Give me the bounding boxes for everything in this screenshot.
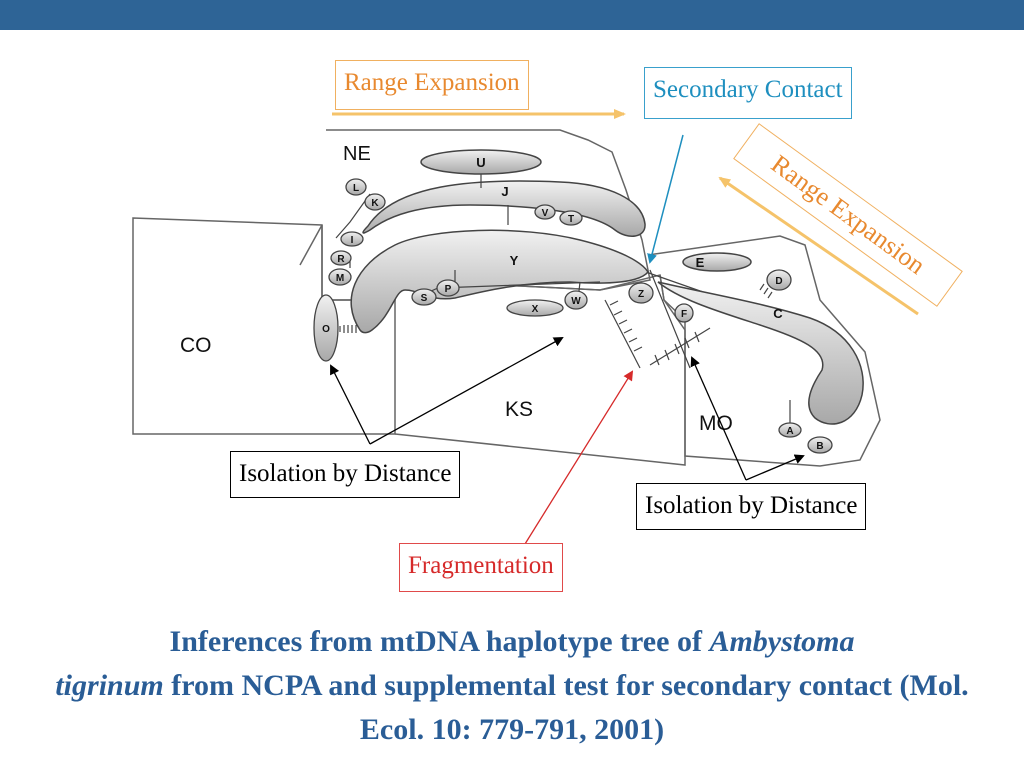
clade-label-u: U — [476, 155, 485, 170]
range-expansion-label-top: Range Expansion — [335, 60, 529, 110]
title-bar — [0, 0, 1024, 30]
haplotype-label: L — [353, 183, 359, 194]
haplotype-label: P — [445, 284, 452, 295]
isolation-by-distance-label-left: Isolation by Distance — [230, 451, 461, 498]
clade-e-shape — [682, 252, 752, 272]
caption-species-epithet: tigrinum — [55, 669, 164, 702]
clade-j-shape — [362, 180, 646, 237]
state-label-co: CO — [180, 334, 212, 357]
caption-part1: Inferences from mtDNA haplotype tree of — [169, 625, 710, 658]
caption-species-genus: Ambystoma — [709, 625, 855, 658]
haplotype-label: Z — [638, 289, 644, 300]
clade-label-j: J — [501, 184, 508, 199]
clade-y-shape — [350, 229, 649, 334]
isolation-arrow-right-2 — [745, 454, 805, 481]
fragmentation-arrow — [524, 370, 634, 545]
haplotype-label: M — [336, 273, 344, 284]
isolation-arrow-right-1 — [690, 356, 747, 481]
clade-label-c: C — [773, 306, 783, 321]
haplotype-nodes — [313, 178, 833, 454]
state-label-ne: NE — [343, 143, 371, 165]
haplotype-label: X — [532, 304, 539, 315]
clade-label-y: Y — [510, 253, 519, 268]
caption-part2: from NCPA and supplemental test for seco… — [163, 669, 969, 746]
haplotype-label: O — [322, 324, 330, 335]
haplotype-label: R — [337, 254, 345, 265]
secondary-contact-label: Secondary Contact — [644, 67, 852, 119]
fragmentation-label: Fragmentation — [399, 543, 563, 592]
isolation-hatch-marks — [339, 269, 773, 369]
isolation-by-distance-label-right: Isolation by Distance — [636, 483, 867, 530]
haplotype-label: T — [568, 214, 574, 225]
range-expansion-arrow-right — [718, 176, 919, 316]
annotation-arrows — [330, 109, 919, 545]
clade-label-e: E — [696, 255, 705, 270]
haplotype-label: A — [786, 426, 793, 437]
haplotype-label: F — [681, 309, 687, 320]
haplotype-label: S — [421, 293, 428, 304]
haplotype-label: W — [571, 296, 581, 307]
haplotype-label: V — [542, 208, 549, 219]
clade-shapes — [350, 149, 864, 425]
state-label-ks: KS — [505, 398, 533, 421]
isolation-arrow-left-2 — [369, 337, 564, 445]
slide-caption: Inferences from mtDNA haplotype tree of … — [40, 620, 984, 752]
clade-c-shape — [657, 281, 864, 425]
haplotype-label: K — [371, 198, 379, 209]
haplotype-label: D — [775, 276, 782, 287]
haplotype-label: I — [351, 235, 354, 246]
map-text: NE CO KS MO U J Y E C L K V T I R M O S … — [180, 143, 824, 452]
haplotype-label: B — [816, 441, 823, 452]
isolation-arrow-left-1 — [330, 364, 371, 445]
secondary-contact-arrow — [647, 134, 684, 264]
state-label-mo: MO — [699, 412, 733, 435]
